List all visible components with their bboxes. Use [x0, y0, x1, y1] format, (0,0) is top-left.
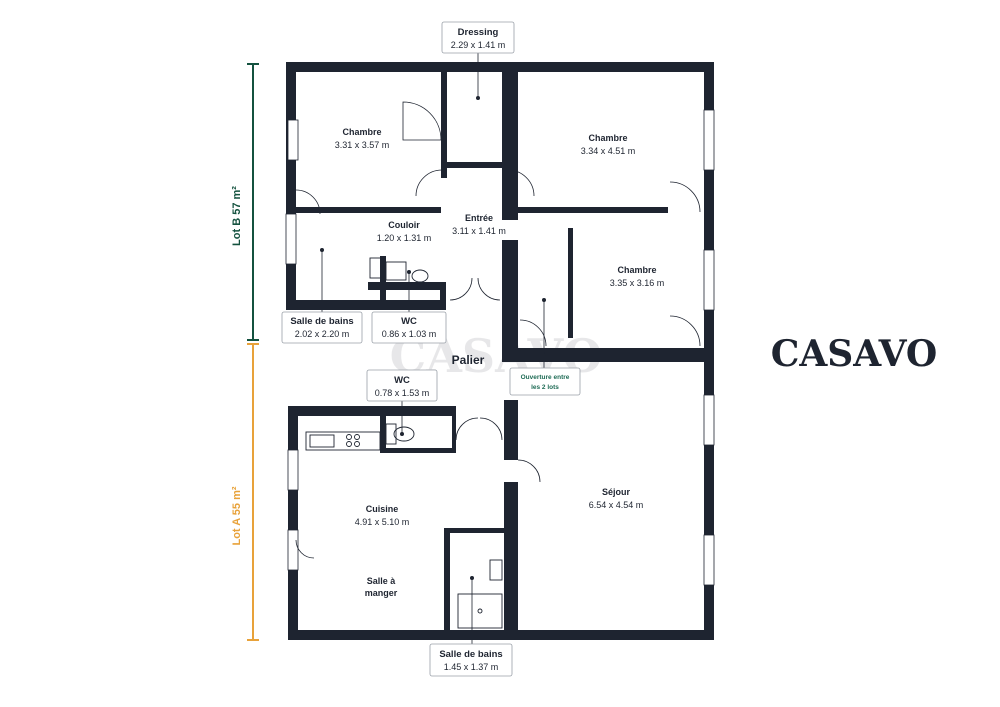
lot-a-indicator: Lot A 55 m²	[231, 343, 259, 641]
label-wc-bottom: WC 0.78 x 1.53 m	[366, 369, 438, 436]
room-chambre-3-name: Chambre	[617, 265, 656, 275]
room-entree-dims: 3.11 x 1.41 m	[452, 226, 506, 236]
room-chambre-2-dims: 3.34 x 4.51 m	[581, 146, 636, 156]
room-sejour-dims: 6.54 x 4.54 m	[589, 500, 644, 510]
room-salle-a-manger: Salle à manger	[365, 576, 398, 598]
room-couloir: Couloir 1.20 x 1.31 m	[377, 220, 432, 243]
room-cuisine-dims: 4.91 x 5.10 m	[355, 517, 410, 527]
label-wc-top: WC 0.86 x 1.03 m	[371, 270, 447, 344]
room-cuisine: Cuisine 4.91 x 5.10 m	[355, 504, 410, 527]
label-wc-bottom-name: WC	[394, 375, 410, 386]
room-salle-a-manger-line2: manger	[365, 588, 398, 598]
room-chambre-2: Chambre 3.34 x 4.51 m	[581, 133, 636, 156]
label-dressing: Dressing 2.29 x 1.41 m	[441, 21, 515, 100]
label-dressing-name: Dressing	[458, 27, 499, 38]
room-chambre-3-dims: 3.35 x 3.16 m	[610, 278, 665, 288]
room-chambre-2-name: Chambre	[588, 133, 627, 143]
room-salle-a-manger-line1: Salle à	[367, 576, 397, 586]
lot-b-indicator: Lot B 57 m²	[231, 63, 259, 341]
room-palier: Palier	[452, 353, 485, 367]
room-entree-name: Entrée	[465, 213, 493, 223]
room-cuisine-name: Cuisine	[366, 504, 399, 514]
fixtures	[305, 257, 503, 629]
room-couloir-dims: 1.20 x 1.31 m	[377, 233, 432, 243]
room-chambre-1-name: Chambre	[342, 127, 381, 137]
room-sejour-name: Séjour	[602, 487, 631, 497]
callout-line2: les 2 lots	[531, 384, 559, 391]
label-sdb-top-name: Salle de bains	[290, 316, 353, 327]
label-wc-bottom-dims: 0.78 x 1.53 m	[375, 388, 430, 398]
label-sdb-bottom-name: Salle de bains	[439, 649, 502, 660]
lot-b-label: Lot B 57 m²	[231, 186, 243, 246]
label-dressing-dims: 2.29 x 1.41 m	[451, 40, 506, 50]
label-sdb-top-dims: 2.02 x 2.20 m	[295, 329, 350, 339]
room-chambre-1: Chambre 3.31 x 3.57 m	[335, 127, 390, 150]
label-sdb-bottom: Salle de bains 1.45 x 1.37 m	[429, 576, 513, 677]
room-chambre-1-dims: 3.31 x 3.57 m	[335, 140, 390, 150]
room-chambre-3: Chambre 3.35 x 3.16 m	[610, 265, 665, 288]
room-sejour: Séjour 6.54 x 4.54 m	[589, 487, 644, 510]
label-sdb-top: Salle de bains 2.02 x 2.20 m	[281, 248, 363, 344]
walls	[286, 62, 714, 640]
casavo-logo: CASAVO	[771, 333, 938, 375]
windows	[285, 109, 715, 586]
callout-line1: Ouverture entre	[521, 374, 570, 381]
callout-opening: Ouverture entre les 2 lots	[509, 298, 581, 396]
label-sdb-bottom-dims: 1.45 x 1.37 m	[444, 662, 499, 672]
label-wc-top-dims: 0.86 x 1.03 m	[382, 329, 437, 339]
label-wc-top-name: WC	[401, 316, 417, 327]
room-entree: Entrée 3.11 x 1.41 m	[452, 213, 506, 236]
lot-a-label: Lot A 55 m²	[231, 486, 243, 545]
room-couloir-name: Couloir	[388, 220, 420, 230]
doors	[295, 101, 701, 559]
